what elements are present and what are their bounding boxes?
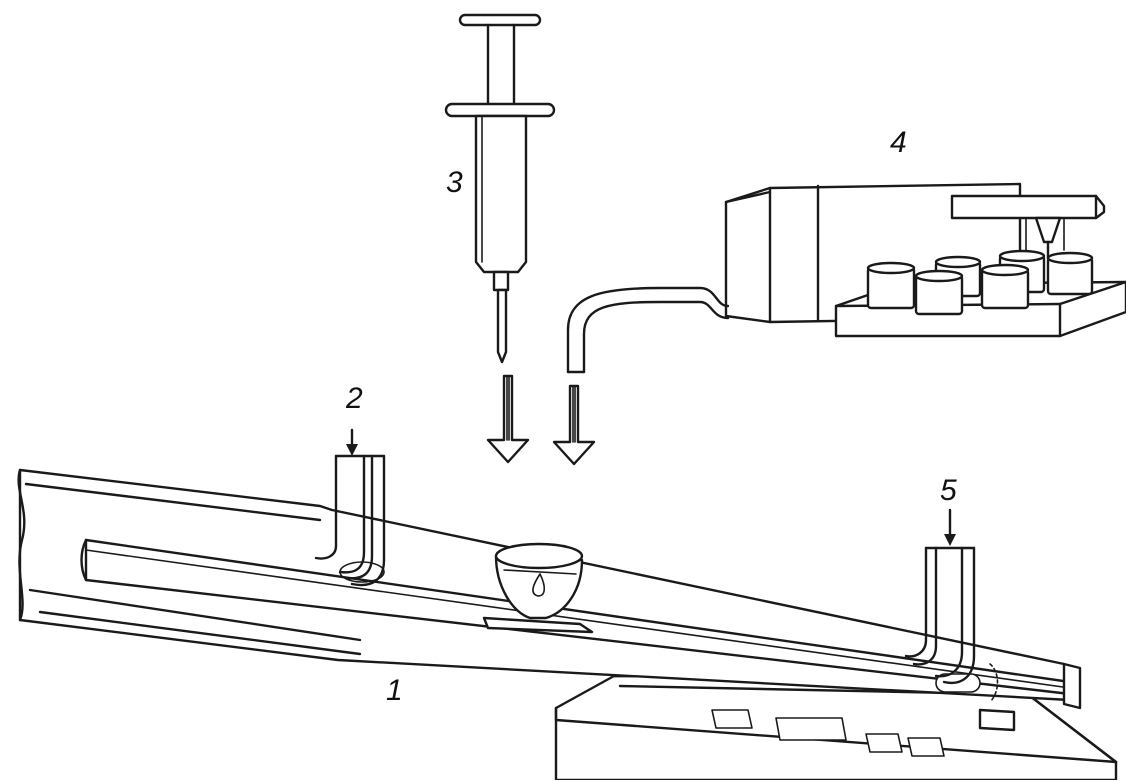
gas-outlet — [904, 508, 976, 685]
label-gas-outlet: 5 — [940, 474, 957, 507]
label-autosampler: 4 — [890, 126, 907, 159]
sample-cup — [494, 542, 584, 620]
gas-inlet — [314, 428, 386, 587]
sample-flow-arrows — [486, 374, 596, 466]
label-gas-inlet: 2 — [345, 382, 363, 415]
autosampler-tubing — [566, 286, 730, 374]
autosampler — [724, 182, 1126, 338]
label-furnace: 1 — [386, 674, 403, 707]
label-syringe: 3 — [446, 166, 463, 199]
syringe — [444, 13, 556, 364]
